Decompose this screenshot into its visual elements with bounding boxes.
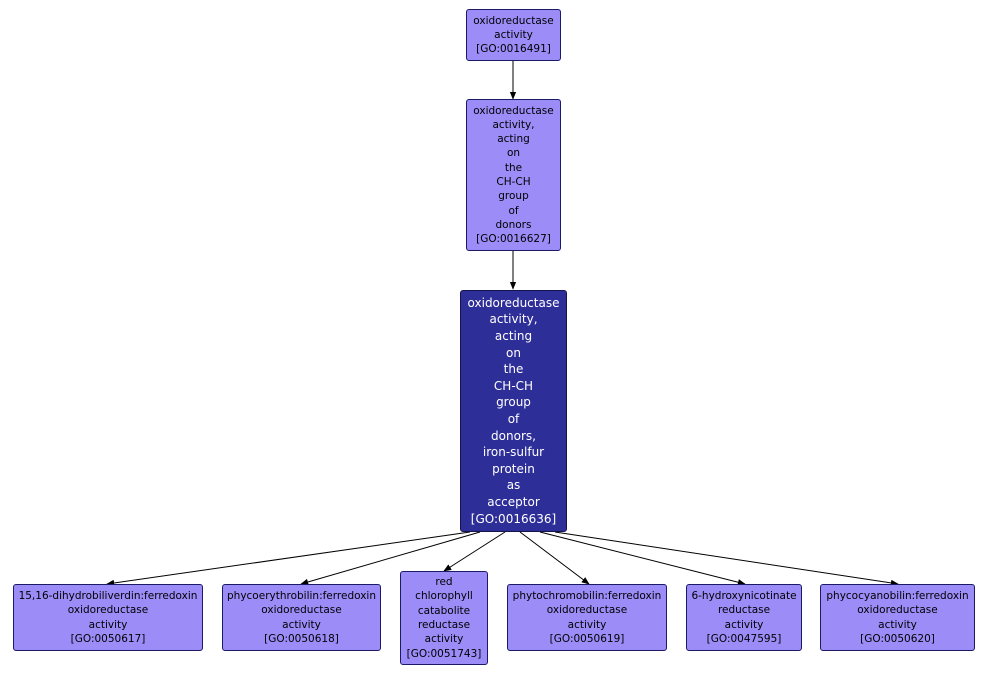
node-label-line: of [508,204,519,217]
node-label-line: oxidoreductase [467,295,560,310]
node-label-line: as [506,478,521,493]
node-label-line: oxidoreductase [261,604,342,617]
node-label-line: [GO:0016491] [476,43,551,56]
node-label-line: [GO:0050619] [549,632,625,645]
node-label-line: acceptor [487,494,540,509]
node-label-line: group [496,395,531,410]
node-label-line: on [506,345,521,360]
node-label-line: donors, [491,428,536,443]
node-label-line: activity [494,28,533,41]
node-label-line: reductase [717,604,771,617]
node-label-line: acting [494,329,533,344]
node-label-line: phycocyanobilin:ferredoxin [826,589,969,602]
node-label-line: acting [497,133,530,146]
node-label-line: activity [88,618,128,631]
node-phycocyanobilin-ferredoxin[interactable]: phycocyanobilin:ferredoxin oxidoreductase… [820,584,975,651]
node-label-line: oxidoreductase [67,604,149,617]
node-label-line: chlorophyll [415,590,473,603]
node-label-line: CH-CH [493,378,534,393]
node-label-line: activity [878,618,917,631]
node-label-line: protein [492,461,535,476]
node-phytochromobilin-ferredoxin[interactable]: phytochromobilin:ferredoxin oxidoreductas… [507,584,667,651]
node-label-line: iron-sulfur [482,445,545,460]
node-label-line: donors [495,218,532,231]
node-label-line: [GO:0051743] [406,647,482,660]
edge-focus-to-c1 [106,531,471,587]
node-label-line: CH-CH [496,176,531,188]
node-label-line: phycoerythrobilin:ferredoxin [227,589,376,602]
node-label-line: [GO:0050620] [860,632,935,645]
edge-focus-to-c6 [554,531,899,587]
node-label-line: oxidoreductase [857,604,938,617]
edge-focus-to-c3 [443,531,506,572]
node-label-line: activity [282,618,321,631]
node-label-line: 6-hydroxynicotinate [691,589,797,602]
node-label-line: the [503,362,524,377]
node-label-line: activity, [492,118,535,131]
edge-focus-to-c4 [519,531,590,585]
node-label-line: activity [724,618,764,631]
node-label-line: group [498,190,529,203]
node-label-line: [GO:0047595] [706,632,782,645]
node-label-line: phytochromobilin:ferredoxin [512,589,662,602]
node-label-line: [GO:0050618] [264,632,339,645]
node-label-line: [GO:0016627] [476,233,551,246]
node-dihydrobiliverdin-ferredoxin[interactable]: 15,16-dihydrobiliverdin:ferredoxin oxidor… [13,584,203,651]
node-label-line: of [507,412,520,426]
node-label-line: [GO:0050617] [70,632,146,645]
node-label-line: oxidoreductase [473,104,554,117]
node-label-line: oxidoreductase [546,604,628,617]
node-label-line: activity, [489,312,538,327]
node-label-line: activity [424,633,464,646]
node-label-line: oxidoreductase [473,14,554,27]
node-label-line: 15,16-dihydrobiliverdin:ferredoxin [18,589,198,602]
edge-focus-to-c5 [539,531,746,586]
edge-focus-to-c2 [300,531,481,586]
node-label-line: the [504,161,523,174]
node-label-line: activity [567,618,607,631]
node-label-line: [GO:0016636] [470,511,557,526]
node-label-line: on [506,147,521,160]
node-label-line: red [435,576,453,589]
node-label-line: catabolite [417,604,471,617]
node-label-line: reductase [417,619,471,631]
node-phycoerythrobilin-ferredoxin[interactable]: phycoerythrobilin:ferredoxin oxidoreducta… [222,584,381,651]
